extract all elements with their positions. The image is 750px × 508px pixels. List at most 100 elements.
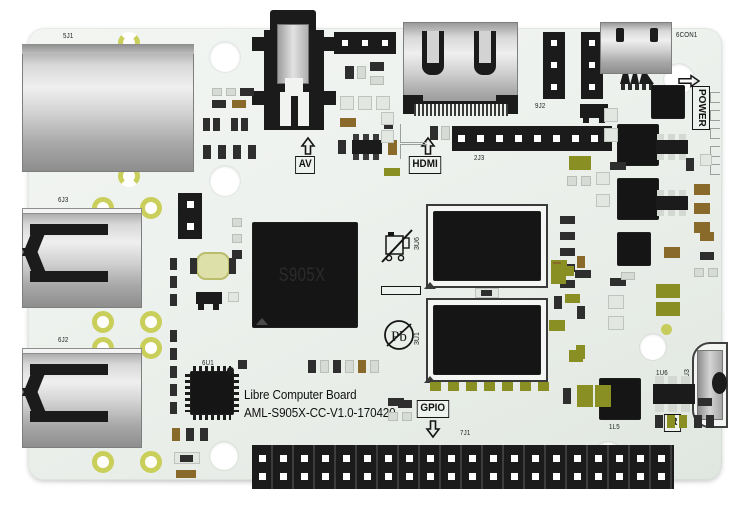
smd-gpio-left-2 bbox=[388, 412, 398, 421]
sot23-left-mid bbox=[196, 292, 222, 304]
hdmi-inner-slot-right-fill bbox=[479, 31, 491, 63]
smd-2j3-3 bbox=[581, 176, 591, 186]
jumper-pin-1 bbox=[187, 201, 194, 208]
regulator-1u6-pads-top bbox=[655, 376, 693, 384]
smd-col-4 bbox=[170, 330, 177, 342]
smd-hdmi-1 bbox=[381, 112, 394, 125]
edge-castellation-right-5 bbox=[710, 164, 720, 175]
crystal-pad-r bbox=[229, 258, 236, 274]
smd-av-6 bbox=[358, 96, 372, 110]
smd-grp-b4 bbox=[241, 118, 248, 131]
tan-cap-r3 bbox=[694, 222, 710, 233]
edge-castellation-right-4 bbox=[710, 146, 720, 157]
header-9j2-right-p3 bbox=[589, 84, 595, 90]
header-3pin-av-pin3 bbox=[382, 40, 388, 46]
smd-name-5 bbox=[358, 360, 366, 373]
pmic-chip-bottom bbox=[617, 232, 651, 266]
smd-2j3-8 bbox=[610, 162, 626, 170]
smd-grp-c3 bbox=[233, 145, 241, 159]
smd-2j3-6 bbox=[604, 108, 618, 122]
micro-usb-screw-right bbox=[650, 28, 658, 42]
soc-pin1-marker bbox=[256, 318, 268, 325]
smd-transistor-9j2-leg1 bbox=[583, 118, 589, 123]
smd-socl-1 bbox=[238, 360, 247, 369]
label-6con1: 6CON1 bbox=[676, 32, 698, 39]
smd-av-12 bbox=[384, 168, 400, 176]
label-1l5: 1L5 bbox=[609, 424, 620, 431]
av-jack-barrel bbox=[277, 24, 309, 84]
pmic-chip-upper bbox=[617, 124, 659, 166]
av-callout-label: AV bbox=[295, 156, 316, 174]
smd-ram-t1 bbox=[551, 264, 566, 275]
header-2j3-pins bbox=[458, 135, 606, 142]
micro-usb-pin-fan bbox=[620, 74, 654, 84]
smd-ram-side-4 bbox=[577, 306, 585, 319]
av-jack-slot-right bbox=[298, 92, 309, 126]
smd-ram-side-10 bbox=[563, 388, 571, 404]
regulator-1u6 bbox=[653, 384, 695, 404]
sot-av-region bbox=[352, 140, 382, 154]
smd-bot-1 bbox=[172, 428, 180, 441]
sot-av-legs-bottom bbox=[353, 154, 381, 160]
smd-bot-right-4 bbox=[694, 415, 702, 428]
av-arrow-icon bbox=[300, 136, 316, 155]
smd-hdmi-3 bbox=[430, 126, 438, 140]
micro-usb-6con1 bbox=[600, 22, 672, 74]
tan-cap-r1 bbox=[694, 184, 710, 195]
smd-ram-side-5 bbox=[549, 320, 565, 331]
tan-cap-r2 bbox=[694, 203, 710, 214]
regulator-1u6-pads-bottom bbox=[655, 404, 693, 412]
smd-transistor-9j2-leg2 bbox=[599, 118, 605, 123]
edge-castellation-right-1 bbox=[710, 92, 720, 103]
ram-3u6 bbox=[433, 211, 541, 281]
sot23-lower-pads-top bbox=[657, 190, 687, 196]
test-pad-round bbox=[661, 324, 672, 335]
edge-castellation-right-2 bbox=[710, 110, 720, 121]
smd-bot-right-5 bbox=[706, 415, 714, 428]
weee-bin-icon bbox=[381, 229, 413, 263]
header-9j2-left-p2 bbox=[551, 62, 557, 68]
smd-stack-5 bbox=[560, 280, 575, 288]
olive-pad-r2 bbox=[656, 302, 680, 316]
power-arrow-icon bbox=[678, 74, 701, 88]
sot23-lower-pads-bottom bbox=[657, 210, 687, 216]
ram-3u6-pin1-marker bbox=[424, 282, 436, 289]
smd-transistor-9j2 bbox=[580, 104, 608, 118]
smd-soc-t2 bbox=[232, 234, 242, 243]
weee-underline-bar bbox=[381, 286, 421, 295]
hdmi-callout-label: HDMI bbox=[408, 156, 442, 174]
label-6u1: 6U1 bbox=[202, 360, 214, 367]
smd-col-3 bbox=[170, 294, 177, 306]
smd-av-3 bbox=[370, 62, 384, 71]
smd-hdmi-4 bbox=[441, 126, 450, 140]
smd-name-2 bbox=[320, 360, 329, 373]
smd-av-10 bbox=[338, 140, 346, 154]
smd-bot-4 bbox=[176, 470, 196, 478]
smd-ram-side-3 bbox=[565, 294, 580, 303]
qfn-6u1-pins-right bbox=[234, 374, 239, 412]
smd-ram-side-7 bbox=[576, 345, 585, 359]
smd-ram-t2 bbox=[577, 256, 585, 268]
micro-usb-pad-row bbox=[621, 84, 653, 90]
ir-receiver-2u3-lens bbox=[712, 372, 727, 394]
mounting-hole-mid-left bbox=[210, 166, 240, 196]
hdmi-arrow-icon bbox=[420, 136, 436, 155]
sot23-upper-pads-top bbox=[657, 134, 687, 140]
edge-pad-usb2-d bbox=[140, 451, 162, 473]
power-callout-label: POWER bbox=[692, 86, 710, 130]
hdmi-pin-comb bbox=[414, 104, 508, 116]
label-2j3: 2J3 bbox=[474, 155, 485, 162]
smd-2j3-7 bbox=[604, 128, 618, 142]
smd-gpio-left-1 bbox=[398, 400, 412, 408]
smd-col-6 bbox=[170, 366, 177, 378]
usb-6j2-tongue-lower bbox=[30, 411, 108, 422]
smd-2j3-4 bbox=[596, 172, 610, 185]
olive-pad-r1 bbox=[656, 284, 680, 298]
jumper-header-2pin bbox=[178, 193, 202, 239]
smd-edge-r4 bbox=[700, 232, 714, 241]
silk-bracket-hdmi2 bbox=[400, 144, 427, 159]
header-9j2-right-p1 bbox=[589, 40, 595, 46]
smd-ram-side-12 bbox=[551, 272, 566, 284]
smd-stack-2 bbox=[560, 232, 575, 240]
